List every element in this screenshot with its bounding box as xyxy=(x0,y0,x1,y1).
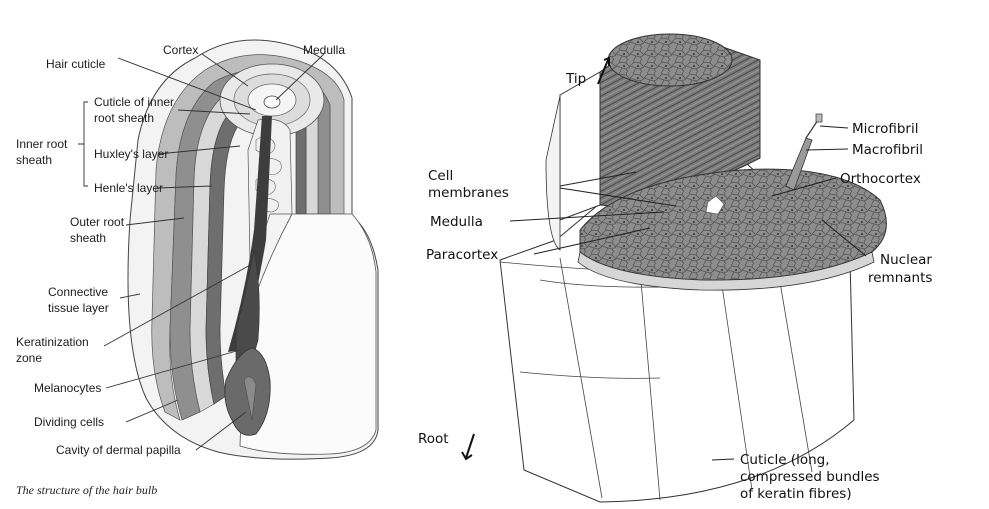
label-microfibril: Microfibril xyxy=(852,121,918,137)
label-nuclear-2: remnants xyxy=(868,270,932,286)
label-hair-cuticle: Hair cuticle xyxy=(46,57,106,71)
label-cell-1: Cell xyxy=(428,168,453,184)
label-huxleys: Huxley's layer xyxy=(94,147,168,161)
label-tip: Tip xyxy=(565,71,586,87)
label-cuticle-3: of keratin fibres) xyxy=(740,486,852,502)
label-cuticle-2: compressed bundles xyxy=(740,469,880,485)
label-macrofibril: Macrofibril xyxy=(852,142,923,158)
label-cuticle-1: Cuticle (long, xyxy=(740,452,830,468)
label-connective-2: tissue layer xyxy=(48,301,109,315)
tip-cross-section xyxy=(608,34,732,86)
label-root: Root xyxy=(418,431,449,447)
label-nuclear-1: Nuclear xyxy=(880,252,932,268)
microfibril-tip xyxy=(816,114,822,122)
label-keratinization-1: Keratinization xyxy=(16,335,89,349)
label-cuticle-inner-2: root sheath xyxy=(94,111,154,125)
left-caption: The structure of the hair bulb xyxy=(16,483,157,497)
tip-cylinder-side xyxy=(560,72,600,220)
label-orthocortex: Orthocortex xyxy=(840,171,921,187)
medulla-core xyxy=(264,96,280,108)
label-keratinization-2: zone xyxy=(16,351,42,365)
label-paracortex: Paracortex xyxy=(426,247,498,263)
inner-root-bracket xyxy=(78,102,88,186)
microfibril-thread xyxy=(806,120,818,138)
label-outer-root-1: Outer root xyxy=(70,215,125,229)
label-cavity: Cavity of dermal papilla xyxy=(56,443,181,457)
label-henles: Henle's layer xyxy=(94,181,163,195)
label-melanocytes: Melanocytes xyxy=(34,381,101,395)
label-medulla-right: Medulla xyxy=(430,214,483,230)
hair-fibre-figure xyxy=(462,34,886,502)
label-cell-2: membranes xyxy=(428,185,509,201)
label-dividing-cells: Dividing cells xyxy=(34,415,104,429)
label-cuticle-inner-1: Cuticle of inner xyxy=(94,95,174,109)
tip-cylinder-left-wall xyxy=(546,96,560,250)
label-outer-root-2: sheath xyxy=(70,231,106,245)
label-connective-1: Connective xyxy=(48,285,108,299)
leader-macrofibril xyxy=(806,149,848,150)
label-inner-root-1: Inner root xyxy=(16,137,68,151)
leader-microfibril xyxy=(820,126,848,128)
label-medulla: Medulla xyxy=(303,43,345,57)
label-inner-root-2: sheath xyxy=(16,153,52,167)
root-arrow xyxy=(462,434,474,459)
label-cortex: Cortex xyxy=(163,43,198,57)
